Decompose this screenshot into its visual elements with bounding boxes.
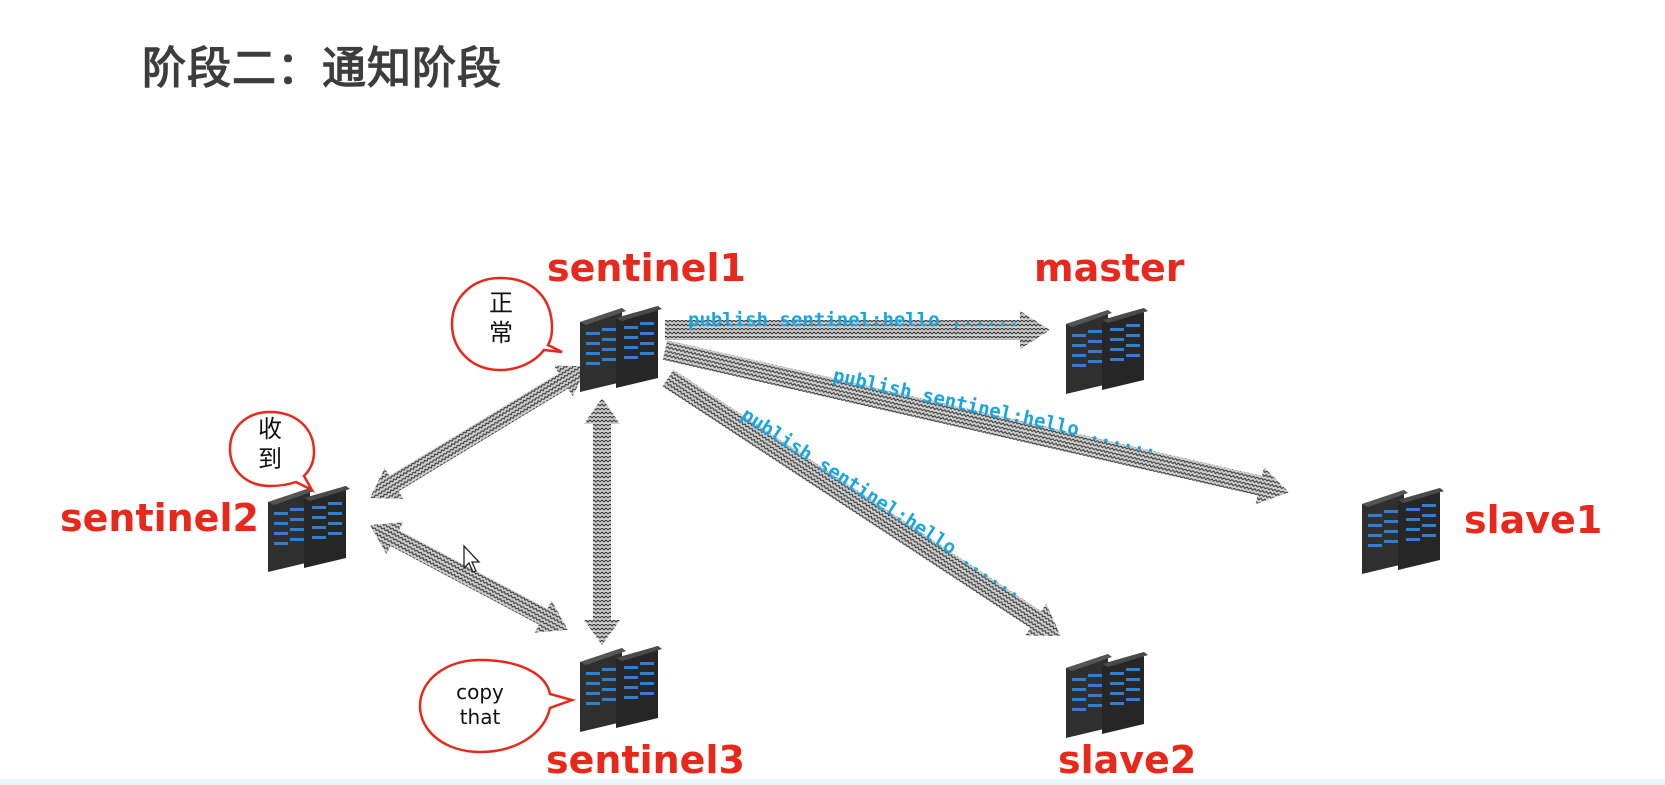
sentinel3-label: sentinel3 <box>546 738 745 782</box>
sentinel2-server-icon <box>268 486 350 572</box>
sentinel1-server-icon <box>580 306 662 392</box>
sentinel1-label: sentinel1 <box>547 246 746 290</box>
bubble-sentinel1-line2: 常 <box>489 319 513 347</box>
mouse-cursor-icon <box>463 544 481 573</box>
message-to-slave2: publish sentinel:hello ...... <box>737 404 1027 603</box>
bubble-sentinel1-text: 正 常 <box>484 288 518 348</box>
arrow-sentinel2-sentinel1 <box>370 365 588 499</box>
page-title: 阶段二：通知阶段 <box>142 43 502 94</box>
bubble-sentinel2-line2: 到 <box>258 445 282 473</box>
bubble-sentinel2-line1: 收 <box>258 415 282 443</box>
arrow-sentinel1-slave2 <box>662 369 1061 637</box>
arrow-sentinel1-master <box>665 311 1050 349</box>
message-to-master: publish sentinel:hello ,..... <box>688 309 1020 331</box>
sentinel2-label: sentinel2 <box>60 496 259 540</box>
bubble-sentinel3-line1: copy <box>456 680 504 704</box>
master-server-icon <box>1066 308 1148 394</box>
master-label: master <box>1034 246 1185 290</box>
arrow-sentinel2-sentinel3 <box>370 522 568 633</box>
slave1-label: slave1 <box>1464 498 1603 542</box>
bubble-sentinel2 <box>228 410 316 493</box>
arrow-sentinel1-slave1 <box>662 340 1289 505</box>
arrow-sentinel1-sentinel3 <box>584 398 620 645</box>
bubble-sentinel2-text: 收 到 <box>253 414 287 474</box>
slave2-server-icon <box>1066 652 1148 738</box>
sentinel3-server-icon <box>580 646 662 732</box>
bubble-sentinel1-line1: 正 <box>489 289 513 317</box>
slave2-label: slave2 <box>1058 738 1197 782</box>
bubble-sentinel3 <box>418 658 577 754</box>
bubble-sentinel1 <box>450 276 563 372</box>
bottom-strip <box>0 779 1665 785</box>
bubble-sentinel3-line2: that <box>459 705 501 729</box>
slave1-server-icon <box>1362 488 1444 574</box>
bubble-sentinel3-text: copy that <box>440 680 520 730</box>
